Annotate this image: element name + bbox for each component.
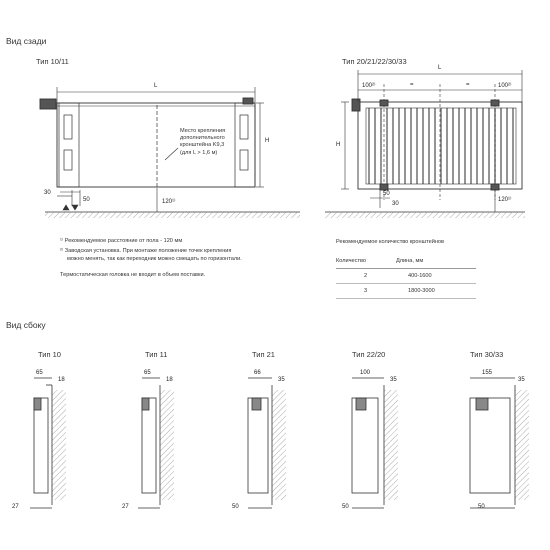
footnote-2-line-1: ²⁾ Заводская установка. При монтаже поло… xyxy=(60,248,232,254)
side-type-10-dim-gap: 18 xyxy=(58,377,65,383)
rear-left-dim-H: H xyxy=(265,138,270,144)
brackets-table: Количество Длина, мм 2 400-1600 3 1800-3… xyxy=(336,254,476,299)
rear-left-dim-120: 120¹⁾ xyxy=(162,199,176,205)
brackets-header-qty: Количество xyxy=(336,254,396,269)
rear-right-dim-120: 120¹⁾ xyxy=(498,197,512,203)
brackets-header-length: Длина, мм xyxy=(396,254,476,269)
mount-note-line-4: (для L > 1,6 м) xyxy=(180,149,218,156)
side-type-11 xyxy=(141,377,174,505)
footnote-1: ¹⁾ Рекомендуемое расстояние от пола - 12… xyxy=(60,238,183,244)
brackets-cell: 3 xyxy=(336,283,396,299)
rear-view-heading: Вид сзади xyxy=(6,36,47,46)
side-type-10-label: Тип 10 xyxy=(38,350,61,359)
brackets-table-header: Количество Длина, мм xyxy=(336,254,476,269)
side-type-11-dim-top: 65 xyxy=(144,370,151,376)
footnote-2-line-2: можно менять, так как переходник можно с… xyxy=(67,256,242,262)
side-view-heading: Вид сбоку xyxy=(6,320,46,330)
table-row: 2 400-1600 xyxy=(336,268,476,284)
side-type-30-33 xyxy=(469,377,529,505)
side-type-30-33-dim-bottom: 50 xyxy=(478,504,485,510)
brackets-cell: 1800-3000 xyxy=(396,283,476,299)
brackets-cell: 2 xyxy=(336,268,396,284)
side-type-22-20 xyxy=(351,377,398,505)
rear-left-dim-30: 30 xyxy=(44,190,51,196)
mount-note-line-3: кронштейна K9,3 xyxy=(180,142,225,149)
side-type-21-dim-bottom: 50 xyxy=(232,504,239,510)
thermostat-note: Термостатическая головка не входит в объ… xyxy=(60,272,206,278)
side-type-10-dim-top: 65 xyxy=(36,370,43,376)
side-type-21 xyxy=(247,377,286,505)
mount-note-line-1: Место крепления xyxy=(180,128,226,134)
side-type-22-20-dim-bottom: 50 xyxy=(342,504,349,510)
side-type-22-20-dim-gap: 35 xyxy=(390,377,397,383)
rear-right-dim-100-left: 100²⁾ xyxy=(362,83,376,89)
side-type-11-dim-gap: 18 xyxy=(166,377,173,383)
rear-right-radiator xyxy=(351,84,523,200)
side-type-22-20-label: Тип 22/20 xyxy=(352,350,386,359)
side-type-22-20-dim-top: 100 xyxy=(360,370,371,376)
side-type-11-dim-bottom: 27 xyxy=(122,504,129,510)
rear-left-dimensions xyxy=(45,87,300,218)
rear-left-dim-50: 50 xyxy=(83,197,90,203)
rear-right-dim-50: 50 xyxy=(383,191,390,197)
side-type-30-33-label: Тип 30/33 xyxy=(470,350,504,359)
table-row: 3 1800-3000 xyxy=(336,283,476,299)
side-type-21-dim-gap: 35 xyxy=(278,377,285,383)
side-type-21-label: Тип 21 xyxy=(252,350,275,359)
rear-right-title: Тип 20/21/22/30/33 xyxy=(342,57,407,66)
side-type-30-33-dim-top: 155 xyxy=(482,370,493,376)
rear-right-dim-eq-1: = xyxy=(410,82,414,88)
rear-right-dim-100-right: 100²⁾ xyxy=(498,83,512,89)
side-type-10 xyxy=(33,377,66,505)
side-type-30-33-dim-gap: 35 xyxy=(518,377,525,383)
rear-left-title: Тип 10/11 xyxy=(36,57,69,66)
rear-left-mount-note: Место крепления дополнительного кронштей… xyxy=(180,128,225,157)
mount-note-line-2: дополнительного xyxy=(180,135,225,142)
rear-right-dim-eq-2: = xyxy=(466,82,470,88)
side-type-11-label: Тип 11 xyxy=(145,350,168,359)
side-type-10-dim-bottom: 27 xyxy=(12,504,19,510)
rear-right-dim-L: L xyxy=(438,65,442,71)
side-views xyxy=(30,377,529,509)
brackets-table-caption: Рекомендуемое количество кронштейнов xyxy=(336,239,444,245)
rear-right-dim-H: H xyxy=(336,142,341,148)
rear-left-radiator xyxy=(39,97,256,188)
rear-right-dimensions xyxy=(325,70,525,218)
rear-right-dim-30: 30 xyxy=(392,201,399,207)
rear-left-dim-L: L xyxy=(154,83,158,89)
brackets-cell: 400-1600 xyxy=(396,268,476,284)
side-type-21-dim-top: 66 xyxy=(254,370,261,376)
